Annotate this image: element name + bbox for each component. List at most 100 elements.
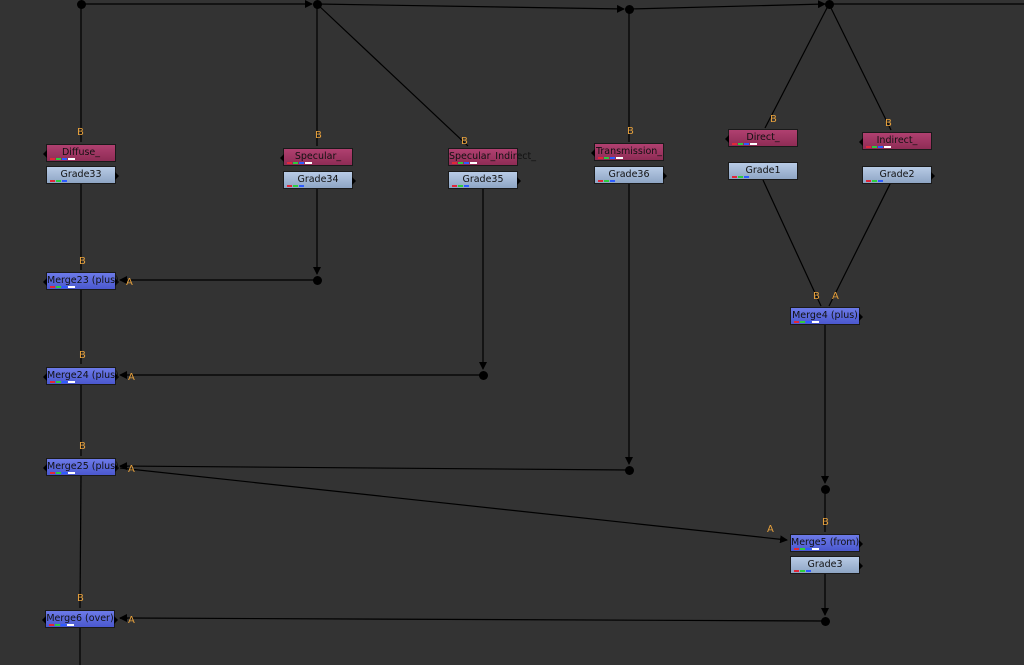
- input-b-label: B: [461, 136, 468, 147]
- merge-node-merge24[interactable]: Merge24 (plus): [43, 367, 119, 385]
- node-label: Merge24 (plus): [47, 370, 119, 381]
- mask-input-arrow-icon: [859, 562, 863, 570]
- wire-top-3: [628, 0, 826, 10]
- node-label: Grade36: [608, 169, 650, 180]
- input-b-label: B: [77, 127, 84, 138]
- shuffle-node-specular[interactable]: Specular_: [280, 148, 353, 166]
- grade-node-grade33[interactable]: Grade33: [46, 166, 119, 184]
- input-arrow-icon: [43, 150, 47, 158]
- channel-indicator: [49, 624, 74, 626]
- channel-indicator: [598, 157, 623, 159]
- grade-node-grade3[interactable]: Grade3: [790, 556, 863, 574]
- input-a-label: A: [128, 615, 135, 626]
- channel-indicator: [866, 180, 883, 182]
- channel-indicator: [50, 381, 75, 383]
- channel-indicator: [794, 321, 819, 323]
- merge-node-merge25[interactable]: Merge25 (plus): [43, 458, 119, 476]
- channel-indicator: [452, 185, 469, 187]
- mask-input-arrow-icon: [663, 172, 667, 180]
- node-label: Diffuse_: [61, 147, 101, 158]
- merge-node-merge5[interactable]: Merge5 (from): [790, 534, 863, 552]
- dot-node[interactable]: [478, 370, 488, 380]
- node-label: Specular_Indirect_: [449, 151, 536, 162]
- channel-indicator: [50, 472, 75, 474]
- node-label: Grade1: [745, 165, 781, 176]
- dot-node[interactable]: [76, 0, 86, 9]
- channel-indicator: [732, 176, 749, 178]
- channel-indicator: [866, 146, 891, 148]
- dot-node[interactable]: [820, 616, 830, 626]
- grade-node-grade35[interactable]: Grade35: [448, 171, 521, 189]
- shuffle-node-direct[interactable]: Direct_: [725, 129, 798, 147]
- input-b-label: B: [885, 118, 892, 129]
- dot-node[interactable]: [820, 484, 830, 494]
- channel-indicator: [50, 180, 67, 182]
- grade-node-grade36[interactable]: Grade36: [594, 166, 667, 184]
- input-arrow-icon: [43, 278, 47, 286]
- node-label: Specular_: [294, 151, 342, 162]
- wire-top-2: [316, 3, 625, 13]
- channel-indicator: [287, 185, 304, 187]
- node-label: Merge6 (over): [46, 613, 114, 624]
- mask-input-arrow-icon: [931, 172, 935, 180]
- node-label: Grade33: [60, 169, 102, 180]
- node-label: Grade2: [879, 169, 915, 180]
- dot-node[interactable]: [624, 465, 634, 475]
- shuffle-node-transmission[interactable]: Transmission_: [591, 143, 664, 161]
- shuffle-node-diffuse[interactable]: Diffuse_: [43, 144, 116, 162]
- input-b-label: B: [627, 126, 634, 137]
- channel-indicator: [732, 143, 757, 145]
- input-b-label: B: [315, 130, 322, 141]
- mask-input-arrow-icon: [115, 373, 119, 381]
- mask-input-arrow-icon: [859, 540, 863, 548]
- node-label: Merge25 (plus): [47, 461, 119, 472]
- input-arrow-icon: [43, 464, 47, 472]
- shuffle-node-indirect[interactable]: Indirect_: [859, 132, 932, 150]
- input-arrow-icon: [859, 138, 863, 146]
- mask-input-arrow-icon: [352, 177, 356, 185]
- input-a-label: A: [832, 291, 839, 302]
- dot-node[interactable]: [824, 0, 834, 9]
- node-label: Merge4 (plus): [792, 310, 858, 321]
- input-a-label: A: [128, 372, 135, 383]
- input-b-label: B: [79, 256, 86, 267]
- node-label: Merge23 (plus): [47, 275, 119, 286]
- shuffle-node-specular-indirect[interactable]: Specular_Indirect_: [448, 148, 536, 166]
- node-label: Direct_: [746, 132, 780, 143]
- input-b-label: B: [822, 517, 829, 528]
- mask-input-arrow-icon: [115, 172, 119, 180]
- grade-node-grade1[interactable]: Grade1: [728, 162, 798, 180]
- input-b-label: B: [79, 441, 86, 452]
- input-b-label: B: [77, 593, 84, 604]
- node-label: Transmission_: [595, 146, 663, 157]
- channel-indicator: [794, 548, 819, 550]
- dot-node[interactable]: [624, 4, 634, 14]
- merge-node-merge4[interactable]: Merge4 (plus): [790, 307, 863, 325]
- input-arrow-icon: [725, 135, 729, 143]
- input-a-label: A: [767, 524, 774, 535]
- dot-node[interactable]: [312, 275, 322, 285]
- node-label: Grade34: [297, 174, 339, 185]
- grade-node-grade34[interactable]: Grade34: [283, 171, 356, 189]
- input-arrow-icon: [591, 149, 595, 157]
- grade-node-grade2[interactable]: Grade2: [862, 166, 935, 184]
- node-label: Indirect_: [876, 135, 918, 146]
- merge-node-merge6[interactable]: Merge6 (over): [42, 610, 118, 628]
- input-arrow-icon: [43, 373, 47, 381]
- node-label: Merge5 (from): [791, 537, 860, 548]
- channel-indicator: [287, 162, 312, 164]
- channel-indicator: [50, 286, 75, 288]
- mask-input-arrow-icon: [115, 278, 119, 286]
- input-arrow-icon: [280, 154, 284, 162]
- input-b-label: B: [770, 114, 777, 125]
- input-a-label: A: [128, 464, 135, 475]
- node-label: Grade35: [462, 174, 504, 185]
- mask-input-arrow-icon: [114, 616, 118, 624]
- input-arrow-icon: [42, 616, 46, 624]
- channel-indicator: [598, 180, 615, 182]
- node-label: Grade3: [807, 559, 843, 570]
- dot-node[interactable]: [312, 0, 322, 9]
- merge-node-merge23[interactable]: Merge23 (plus): [43, 272, 119, 290]
- mask-input-arrow-icon: [859, 313, 863, 321]
